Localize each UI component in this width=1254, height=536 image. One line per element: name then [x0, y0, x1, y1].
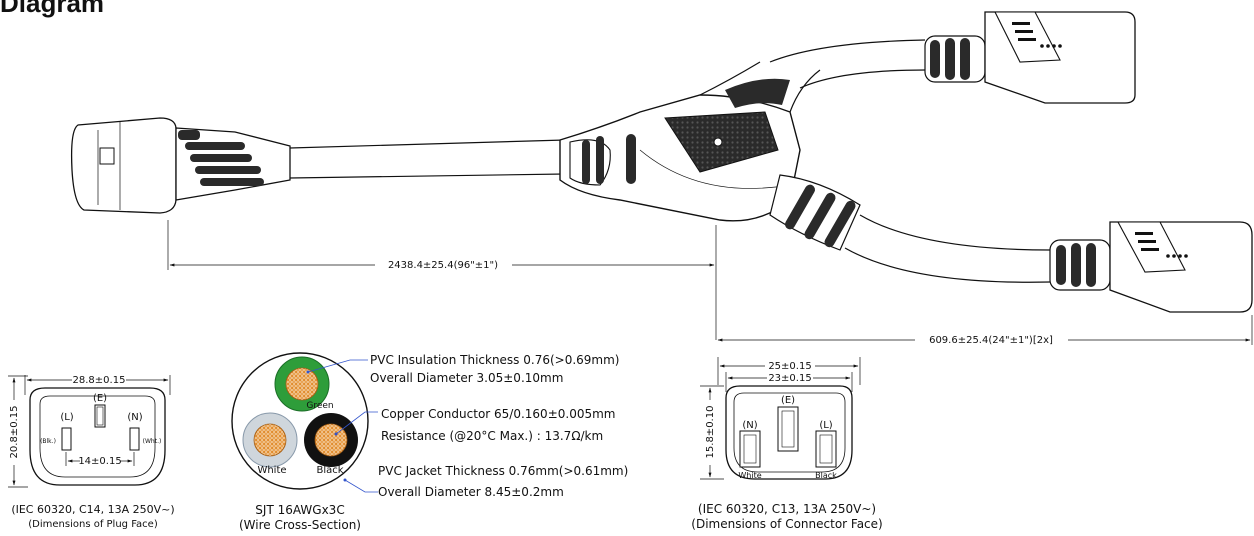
conductor-white: White	[242, 412, 298, 476]
plug-face-caption: (IEC 60320, C14, 13A 250V~)	[11, 503, 174, 516]
connector-socket-earth-label: (E)	[781, 395, 795, 406]
wire-note-3: Copper Conductor 65/0.160±0.005mm	[381, 407, 615, 421]
connector-socket-live-note: Black	[815, 471, 837, 480]
lower-connector-slots	[1135, 232, 1188, 258]
connector-inner-width-label: 23±0.15	[768, 373, 811, 384]
connector-face-caption: (IEC 60320, C13, 13A 250V~)	[698, 502, 876, 516]
c13-connector-upper	[924, 11, 1136, 104]
wire-caption: SJT 16AWGx3C	[255, 503, 344, 517]
plug-pin-neutral-note: (Wht.)	[143, 438, 162, 445]
plug-height-label: 20.8±0.15	[9, 406, 20, 459]
cable-assembly	[70, 11, 1253, 313]
dimension-label-branch: 609.6±25.4(24"±1")[2x]	[929, 335, 1053, 346]
plug-pin-neutral-label: (N)	[127, 412, 142, 423]
conductor-green-label: Green	[306, 401, 333, 411]
connector-outer-width-label: 25±0.15	[768, 361, 811, 372]
plug-face-subcaption: (Dimensions of Plug Face)	[28, 519, 158, 530]
wire-note-5: PVC Jacket Thickness 0.76mm(>0.61mm)	[378, 464, 628, 478]
wire-leader-lines	[306, 359, 378, 493]
c13-connector-lower	[1049, 221, 1253, 313]
c14-plug	[70, 117, 291, 214]
conductor-white-label: White	[257, 465, 286, 476]
wire-note-4: Resistance (@20°C Max.) : 13.7Ω/km	[381, 429, 603, 443]
upper-branch-cable	[769, 39, 926, 89]
dimension-label-main: 2438.4±25.4(96"±1")	[388, 260, 498, 271]
wire-note-6: Overall Diameter 8.45±0.2mm	[378, 485, 564, 499]
plug-width-label: 28.8±0.15	[73, 375, 126, 386]
connector-socket-neutral-note: White	[738, 471, 761, 480]
upper-connector-slots	[1012, 22, 1062, 48]
dimension-main-cable: 2438.4±25.4(96"±1")	[167, 220, 717, 340]
dimension-branch-cables: 609.6±25.4(24"±1")[2x]	[717, 315, 1253, 346]
main-cable	[289, 139, 566, 179]
conductor-black-label: Black	[316, 465, 343, 476]
lower-branch-cable	[844, 214, 1051, 283]
plug-pin-spacing-label: 14±0.15	[78, 456, 121, 467]
connector-height-label: 15.8±0.10	[705, 406, 716, 459]
page-title: Diagram	[0, 0, 105, 18]
splitter-ribs-left	[582, 134, 636, 184]
connector-socket-neutral-label: (N)	[742, 420, 757, 431]
plug-grip-ribs	[178, 130, 264, 186]
plug-face-drawing: 28.8±0.15 20.8±0.15 (E) (L) (Blk.) (N) (…	[8, 375, 175, 530]
connector-socket-live-label: (L)	[819, 420, 832, 431]
plug-pin-live-note: (Blk.)	[40, 438, 56, 445]
plug-pin-live-label: (L)	[60, 412, 73, 423]
splitter-ribs-lower	[785, 184, 856, 248]
wire-cross-section: Green White Black PVC Insulation Thic	[231, 352, 628, 532]
plug-pin-earth-label: (E)	[93, 393, 107, 404]
conductor-green: Green	[274, 356, 334, 412]
connector-face-drawing: 25±0.15 23±0.15 15.8±0.10 (N) White (E) …	[691, 357, 883, 531]
wire-subcaption: (Wire Cross-Section)	[239, 518, 361, 532]
wire-note-1: PVC Insulation Thickness 0.76(>0.69mm)	[370, 353, 620, 367]
connector-face-subcaption: (Dimensions of Connector Face)	[691, 517, 882, 531]
wire-note-2: Overall Diameter 3.05±0.10mm	[370, 371, 563, 385]
splitter-body	[559, 61, 861, 251]
